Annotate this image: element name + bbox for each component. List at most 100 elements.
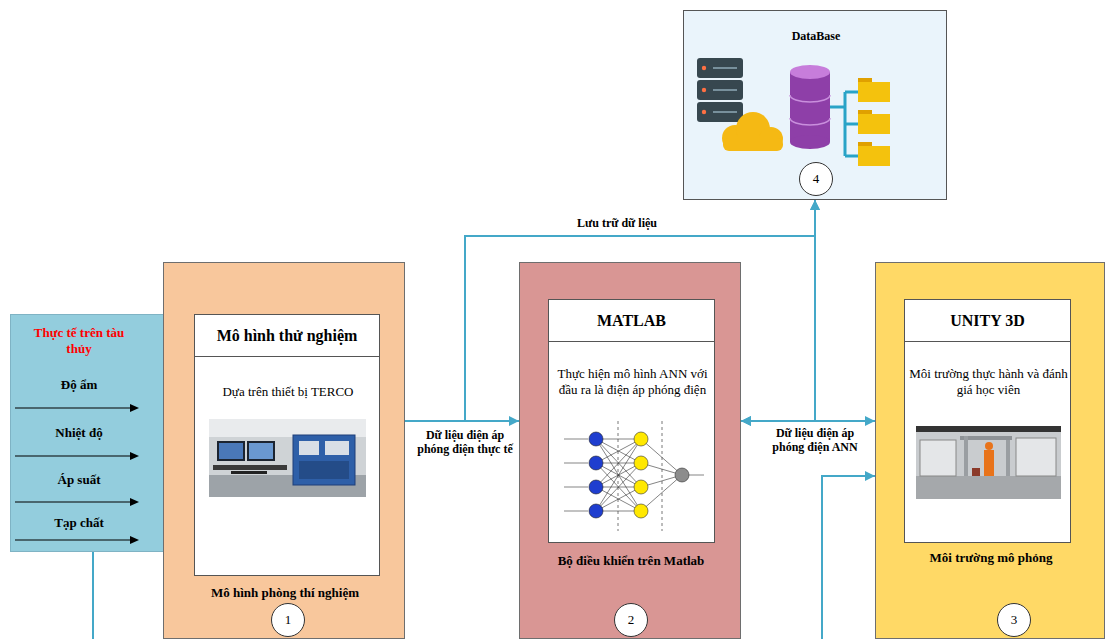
callout-circle: 2 [614, 603, 648, 637]
pipe [964, 436, 968, 476]
arrow-head [130, 498, 139, 506]
callout-number: 3 [998, 604, 1030, 636]
weight-line [596, 439, 641, 511]
cylinder-band [790, 95, 830, 125]
cloud [723, 138, 783, 151]
input-neuron [589, 432, 603, 446]
process-box: UNITY 3DMôi trường thực hành và đánh giá… [904, 299, 1071, 543]
node-label: Bộ điều khiển trên Matlab [520, 553, 742, 569]
callout-circle: 4 [799, 162, 833, 196]
input-line [564, 439, 588, 440]
input-neuron [589, 504, 603, 518]
machinery [920, 440, 956, 476]
simulation-screenshot [916, 426, 1061, 499]
output-line [688, 475, 704, 476]
database-cylinder [790, 72, 830, 142]
input-line [564, 463, 588, 464]
cabinet-panel [325, 441, 349, 455]
simulation-panel: Môi trường mô phỏng UNITY 3DMôi trường th… [875, 262, 1105, 639]
node-label: Môi trường mô phỏng [876, 550, 1105, 566]
server-unit [697, 58, 743, 78]
lab-photo [209, 419, 366, 497]
node-label: Dựa trên thiết bị TERCO [201, 384, 375, 400]
illustration [548, 299, 715, 543]
callout-number: 2 [615, 604, 647, 636]
output-neuron [675, 468, 689, 482]
scene-object [972, 468, 980, 476]
node-label: Môi trường thực hành và đánh giá học viê… [909, 366, 1068, 397]
hidden-neuron [634, 432, 648, 446]
source-panel: Thực tế trên tàu thủyĐộ ẩmNhiệt độÁp suấ… [10, 314, 167, 552]
operator-head [985, 442, 993, 450]
folder-icon [858, 82, 890, 102]
scene-ground [916, 426, 1061, 499]
monitor-screen [219, 443, 243, 459]
node-label: Mô hình phòng thí nghiệm [164, 585, 406, 601]
lab-panel: Mô hình phòng thí nghiệm Mô hình thử nghi… [163, 262, 405, 639]
weight-line [641, 439, 682, 475]
node-label: Tạp chất [29, 515, 129, 531]
folder-icon [858, 146, 890, 166]
feedback-wire [92, 552, 94, 639]
node-label: Thực hiện mô hình ANN với đầu ra là điện… [553, 366, 712, 397]
machinery [1016, 438, 1056, 476]
box-heading: MATLAB [549, 300, 714, 342]
hidden-neuron [634, 456, 648, 470]
server-slot [713, 67, 737, 69]
server-unit [697, 80, 743, 100]
arrow-head [130, 536, 139, 544]
weight-line [596, 439, 641, 463]
photo-ceiling [209, 419, 366, 437]
arrow-head [130, 404, 139, 412]
input-neuron [589, 480, 603, 494]
weight-line [596, 487, 641, 511]
hidden-neuron [634, 504, 648, 518]
cabinet-door [299, 461, 349, 479]
monitor [217, 441, 245, 461]
node-label: Nhiệt độ [29, 425, 129, 441]
database-icons [697, 58, 890, 166]
pipe [1006, 440, 1010, 476]
server-unit [697, 102, 743, 122]
server-slot [713, 89, 737, 91]
operator-figure [984, 450, 994, 476]
database-box: DataBase 4 [683, 10, 947, 200]
weight-line [596, 439, 641, 463]
node-label: Độ ẩm [29, 377, 129, 393]
callout-circle: 3 [997, 603, 1031, 637]
illustration [904, 299, 1071, 543]
monitor-screen [249, 443, 273, 459]
connector-label: Lưu trữ dữ liệu [542, 216, 692, 230]
input-line [564, 511, 588, 512]
photo-ground [209, 419, 366, 497]
callout-number: 4 [800, 163, 832, 195]
test-cabinet [293, 435, 355, 485]
process-box: Mô hình thử nghiệmDựa trên thiết bị TERC… [194, 314, 380, 576]
database-cylinder [790, 135, 830, 149]
feedback-wire [822, 476, 875, 639]
node-label: DataBase [684, 29, 948, 43]
data-connector [741, 200, 815, 421]
server-light [702, 66, 706, 70]
connector-label: Dữ liệu điện áp phóng điện thực tế [415, 428, 515, 456]
weight-line [596, 439, 641, 511]
node-label: Áp suất [29, 472, 129, 488]
input-neuron [589, 456, 603, 470]
input-arrow [15, 539, 132, 540]
input-line [564, 487, 588, 488]
callout-circle: 1 [271, 603, 305, 637]
arrow-head [130, 452, 139, 460]
server-light [702, 88, 706, 92]
input-arrow [15, 455, 132, 456]
layer-divider [618, 421, 662, 531]
weight-line [596, 487, 641, 511]
server-light [702, 110, 706, 114]
illustration [194, 314, 380, 576]
input-arrow [15, 407, 132, 408]
weight-line [641, 475, 682, 511]
database-cylinder [790, 65, 830, 79]
monitor [247, 441, 275, 461]
box-heading: Mô hình thử nghiệm [195, 315, 379, 357]
